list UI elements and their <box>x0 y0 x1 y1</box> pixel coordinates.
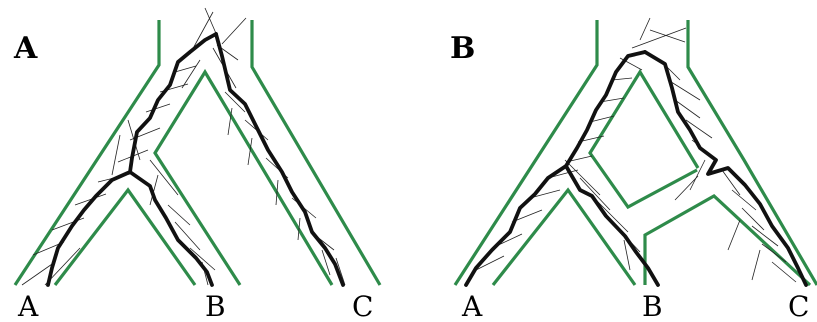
species-outline-inner-ab <box>491 187 637 286</box>
species-outline-right <box>686 20 817 286</box>
panel-a-tip-c: C <box>352 290 373 322</box>
panel-b-tip-a: A <box>461 290 483 322</box>
panel-a-gene-tree <box>46 32 345 287</box>
species-outline-left <box>13 20 161 286</box>
panel-a: A <box>13 7 382 322</box>
panel-b-tip-c: C <box>788 290 809 322</box>
gene-lineage-to-c <box>643 50 808 287</box>
gene-lineage-to-c <box>214 32 345 287</box>
gene-lineage-to-a <box>46 32 218 287</box>
gene-lineage-to-b <box>128 170 214 287</box>
panel-b-tip-b: B <box>642 290 663 322</box>
species-outline-right <box>250 20 382 286</box>
species-outline-inner-abc <box>643 194 812 287</box>
panel-a-tip-b: B <box>205 290 226 322</box>
species-outline-left <box>453 20 599 286</box>
panel-b-species-tree <box>453 20 817 287</box>
gene-lineage-to-a <box>464 50 647 287</box>
species-outline-inner-ab <box>53 187 197 286</box>
panel-b-gene-lineages <box>471 17 797 283</box>
species-outline-inner-abc <box>153 68 334 286</box>
panel-a-label: A <box>13 31 38 66</box>
panel-a-tip-a: A <box>17 290 39 322</box>
panel-b-gene-tree <box>464 50 808 287</box>
gene-lineage-to-b <box>564 164 660 287</box>
species-outline-upper-loop <box>588 68 700 210</box>
panel-b: B <box>450 17 817 322</box>
panel-b-label: B <box>450 31 475 66</box>
panel-a-species-tree <box>13 20 382 286</box>
